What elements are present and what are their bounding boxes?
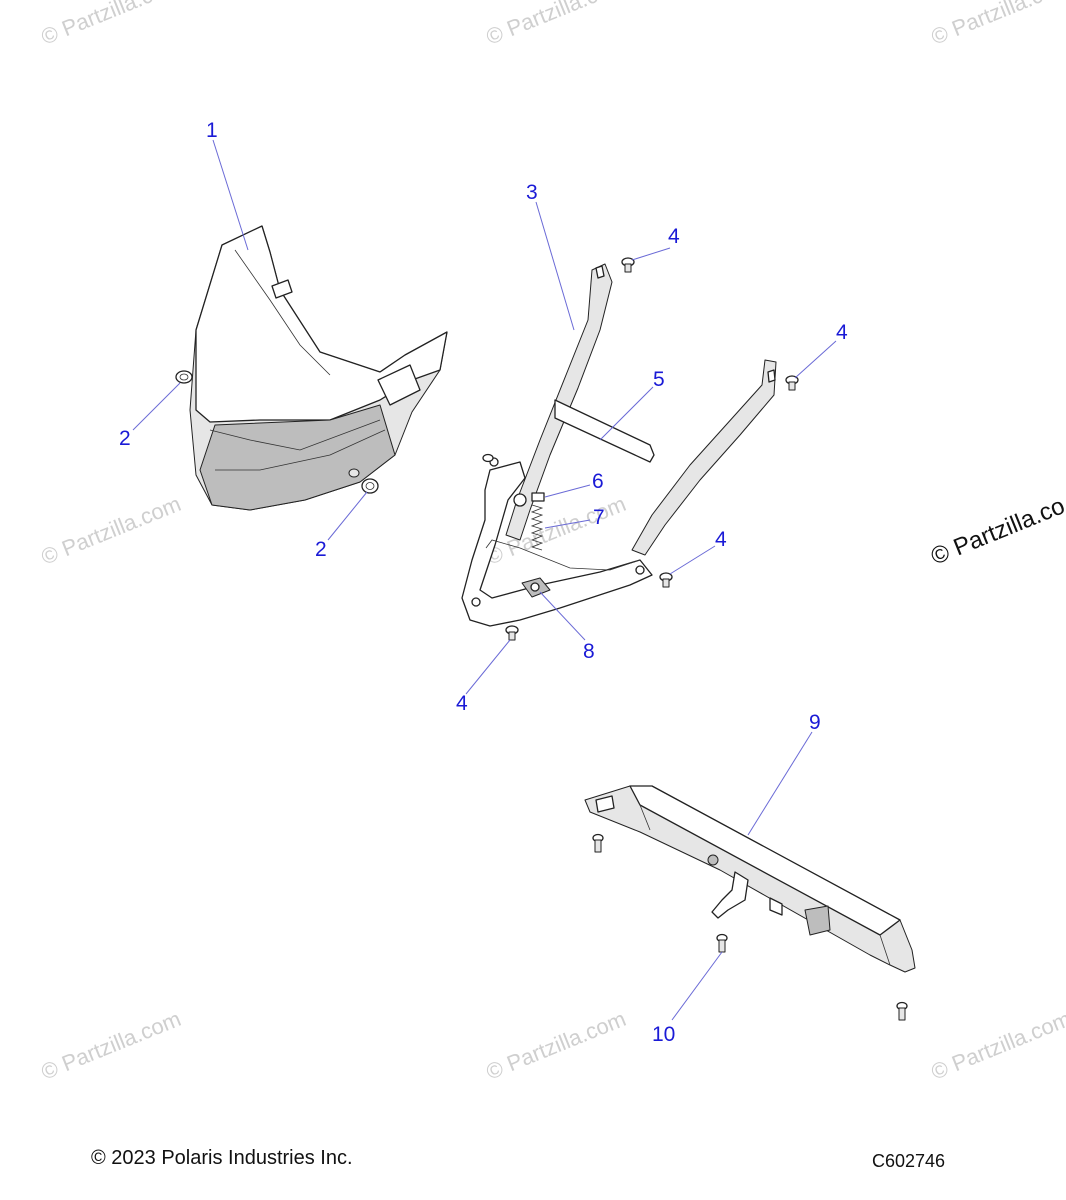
callout-4: 4: [456, 692, 468, 715]
part-3-bracket: [461, 263, 777, 627]
callout-6: 6: [592, 470, 604, 493]
watermark-prominent: © Partzilla.co: [927, 492, 1066, 570]
leader-line: [327, 491, 368, 541]
leader-line: [212, 139, 249, 251]
small-grommet: [348, 468, 360, 478]
callout-3: 3: [526, 181, 538, 204]
watermark: © Partzilla.com: [483, 0, 630, 50]
callouts: 1 2 2 3 4 4 4 4 5 6 7 8 9 10: [119, 119, 848, 1046]
part-1-headlight-cover: [189, 225, 448, 511]
callout-7: 7: [593, 506, 605, 529]
leader-line: [794, 340, 837, 379]
callout-2: 2: [119, 427, 131, 450]
watermark: © Partzilla.com: [928, 1006, 1066, 1085]
leader-line: [535, 201, 575, 331]
copyright-notice: © 2023 Polaris Industries Inc.: [91, 1147, 353, 1169]
part-2-washer-right: [361, 478, 379, 494]
leader-line: [465, 639, 511, 695]
callout-5: 5: [653, 368, 665, 391]
callout-10: 10: [652, 1023, 675, 1046]
drawing-number: C602746: [872, 1151, 946, 1171]
part-2-washer-left: [175, 370, 193, 384]
part-4-bolt-right: [785, 375, 799, 391]
leader-line: [539, 591, 586, 641]
callout-2: 2: [315, 538, 327, 561]
part-4-bolt-bottom: [505, 625, 519, 641]
part-4-bolt-lower-right: [659, 572, 673, 588]
watermark: © Partzilla.com: [38, 1006, 185, 1085]
part-7-spring: [530, 504, 544, 551]
leader-line: [671, 951, 723, 1021]
callout-4: 4: [715, 528, 727, 551]
leader-line: [132, 382, 181, 431]
leader-lines: [132, 139, 837, 1021]
loose-bolt: [482, 453, 494, 463]
watermark: © Partzilla.com: [38, 491, 185, 570]
leader-line: [544, 484, 591, 498]
watermark: © Partzilla.com: [38, 0, 185, 50]
leader-line: [747, 731, 813, 836]
callout-4: 4: [668, 225, 680, 248]
part-10-bolt-center: [716, 933, 728, 953]
part-8-clip: [521, 577, 551, 598]
leader-line: [669, 545, 716, 575]
leader-line: [544, 519, 591, 529]
watermark: © Partzilla.com: [928, 0, 1066, 50]
part-4-bolt-top: [621, 257, 635, 273]
part-10-bolt-right: [896, 1001, 908, 1021]
callout-9: 9: [809, 711, 821, 734]
part-6-pin: [531, 492, 545, 502]
leader-line: [599, 386, 654, 441]
leader-line: [631, 247, 671, 261]
watermark: © Partzilla.com: [483, 1006, 630, 1085]
callout-8: 8: [583, 640, 595, 663]
callout-1: 1: [206, 119, 218, 142]
part-10-bolt-left: [592, 833, 604, 853]
callout-4: 4: [836, 321, 848, 344]
watermarks: © Partzilla.com © Partzilla.com © Partzi…: [38, 0, 1066, 1085]
part-9-rear-bar: [584, 785, 916, 973]
